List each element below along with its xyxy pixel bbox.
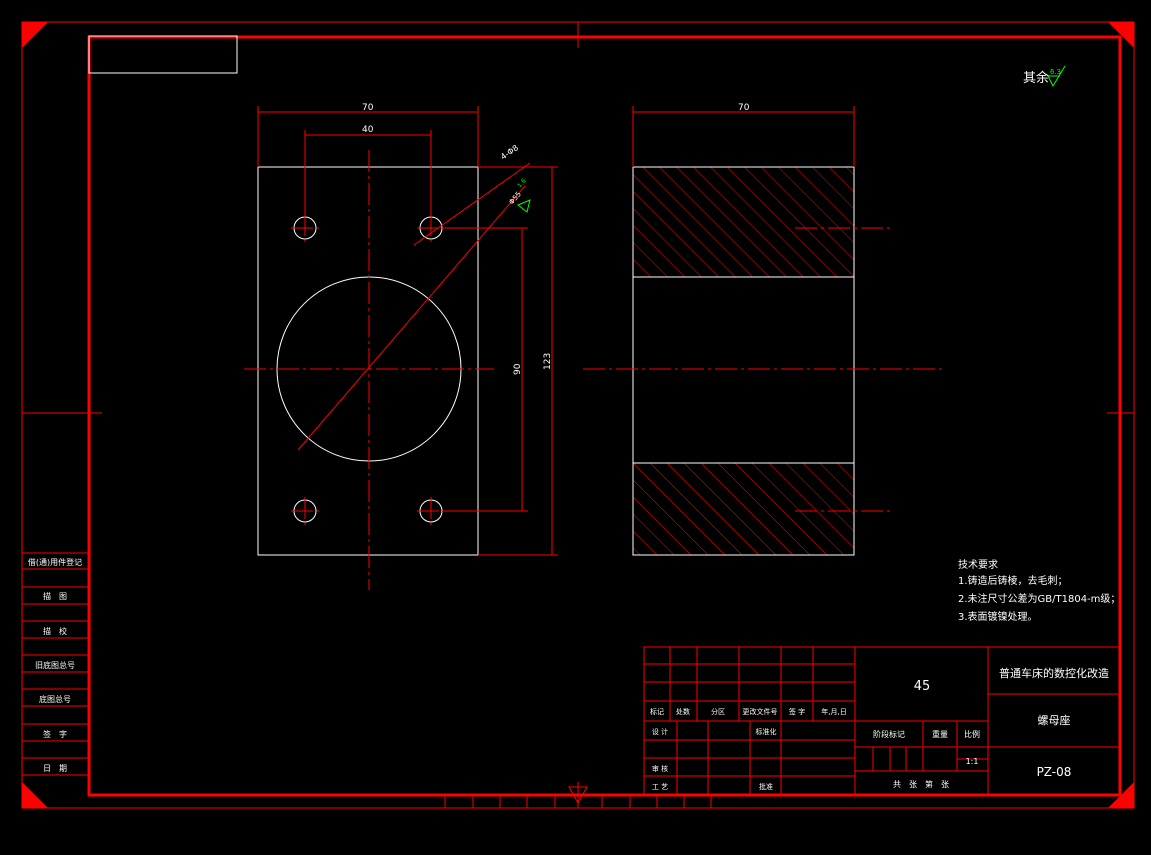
part-name: 螺母座 [1038,713,1071,727]
dim-bore-finish: 1.6 [516,177,528,189]
front-view: 70 40 4-Φ8 Φ55 1.6 90 123 [244,103,558,590]
dim-width-front: 70 [362,103,374,113]
header-mark: 标记 [650,707,664,716]
tech-req-line-3: 3.表面镀镍处理。 [958,610,1038,623]
dim-height: 123 [543,353,553,370]
section-hatch-bottom [633,463,854,555]
dim-width-side: 70 [738,103,750,113]
tech-requirements: 技术要求 1.铸造后铸棱，去毛刺； 2.未注尺寸公差为GB/T1804-m级； … [958,558,1120,623]
header-signature: 签 字 [789,707,805,716]
corner-mark-bl [22,782,48,808]
outer-frame [21,21,1135,809]
drawing-number-box [88,35,238,74]
tech-req-title: 技术要求 [958,558,998,571]
bottom-strip [444,795,712,808]
left-col-label-7: 日 期 [43,764,67,773]
front-outline [257,166,479,556]
project-title: 普通车床的数控化改造 [999,666,1109,680]
left-col-label-2: 描 图 [43,591,67,601]
review-label: 审 核 [652,764,668,773]
corner-mark-br [1108,782,1134,808]
corner-mark-tr [1108,22,1134,48]
inner-frame [87,35,1122,797]
stage-label: 阶段标记 [873,729,905,739]
material-value: 45 [914,679,931,694]
dim-hole-spacing: 40 [362,125,374,135]
tech-req-line-2: 2.未注尺寸公差为GB/T1804-m级； [958,592,1120,605]
header-zone: 分区 [711,707,725,716]
section-hatch-top [633,167,854,277]
left-col-label-4: 旧底图总号 [35,660,75,670]
header-count: 处数 [676,707,690,716]
dim-hole-callout: 4-Φ8 [499,143,520,161]
standard-label: 标准化 [756,727,777,736]
roughness-symbol-icon [1047,65,1066,88]
left-column [22,552,89,776]
surface-finish-label: 其余 [1023,70,1049,86]
tech-req-line-1: 1.铸造后铸棱，去毛刺； [958,574,1068,587]
scale-value: 1:1 [966,757,979,766]
left-col-label-3: 描 校 [43,626,67,636]
surface-finish-value: 6.3 [1050,68,1061,76]
scale-label: 比例 [964,729,980,739]
design-label: 设 计 [652,727,668,736]
approve-label: 批准 [759,782,773,791]
header-date: 年,月,日 [821,707,846,716]
left-col-label-5: 底图总号 [39,694,71,704]
side-view: 70 [583,103,943,556]
sheets-label: 共 张 第 张 [893,779,949,789]
left-col-label-1: 借(通)用件登记 [28,557,82,567]
process-label: 工 艺 [652,783,668,791]
title-block [643,646,1121,796]
drawing-number: PZ-08 [1037,765,1072,779]
side-outline [632,166,855,556]
bore-roughness-icon [517,199,531,213]
corner-mark-tl [22,22,48,48]
dim-vertical-hole-spacing: 90 [513,363,523,375]
weight-label: 重量 [932,729,948,739]
left-col-label-6: 签 字 [43,729,67,739]
header-change-doc: 更改文件号 [743,707,778,716]
